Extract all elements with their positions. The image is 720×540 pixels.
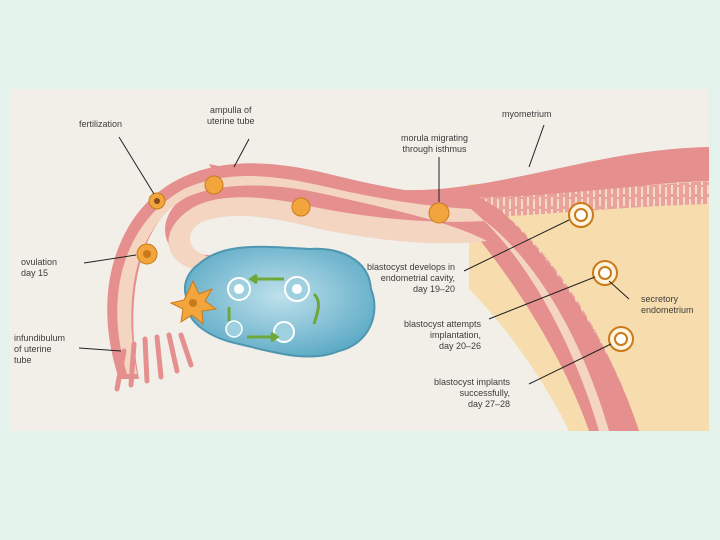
fertilized-oocyte <box>149 193 165 209</box>
label-ovulation: ovulation day 15 <box>21 257 57 279</box>
label-myometrium: myometrium <box>502 109 552 120</box>
label-blastocyst-develops: blastocyst develops in endometrial cavit… <box>367 262 455 295</box>
ovulation-oocyte <box>137 244 157 264</box>
label-fertilization: fertilization <box>79 119 122 130</box>
uterine-tube-diagram: fertilization ampulla of uterine tube my… <box>9 89 709 431</box>
label-ampulla: ampulla of uterine tube <box>207 105 255 127</box>
label-blastocyst-implants: blastocyst implants successfully, day 27… <box>434 377 510 410</box>
label-blastocyst-attempts: blastocyst attempts implantation, day 20… <box>404 319 481 352</box>
label-secretory-endometrium: secretory endometrium <box>641 294 694 316</box>
diagram-artwork <box>9 89 709 431</box>
label-morula: morula migrating through isthmus <box>401 133 468 155</box>
label-infundibulum: infundibulum of uterine tube <box>14 333 65 366</box>
